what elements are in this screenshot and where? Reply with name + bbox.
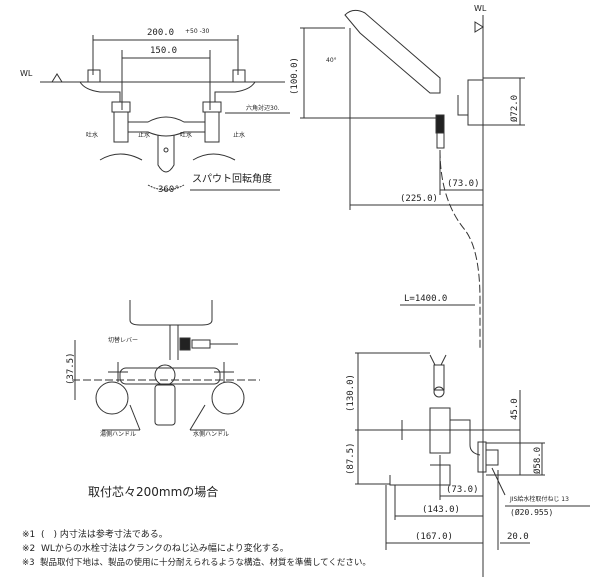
note-text: ( ) 内寸法は参考寸法である。 xyxy=(41,530,168,540)
dim-167: (167.0) xyxy=(415,532,453,542)
note-2: ※2 WLからの水栓寸法はクランクのねじ込み幅により変化する。 xyxy=(22,545,289,554)
note-text: 製品取付下地は、製品の使用に十分耐えられるような構造、材質を準備してください。 xyxy=(39,558,371,568)
cold-handle-label: 水側ハンドル xyxy=(193,431,230,438)
spout-angle: 360° xyxy=(158,185,180,195)
dim-143: (143.0) xyxy=(422,505,460,515)
dim-73-bottom: (73.0) xyxy=(446,485,479,495)
spout-rotation-label: スパウト回転角度 xyxy=(192,174,272,185)
side-view-drawing xyxy=(300,9,590,577)
flow-label: 吐水 xyxy=(86,132,99,139)
lever-label: 切替レバー xyxy=(108,337,139,344)
dim-87-5: (87.5) xyxy=(346,442,356,475)
dim-150: 150.0 xyxy=(150,46,178,56)
note-mark: ※1 xyxy=(22,530,36,540)
dim-200-tolerance: +50 -30 xyxy=(185,28,210,35)
dim-225: (225.0) xyxy=(400,194,438,204)
jis-label: JIS給水栓取付ねじ 13 xyxy=(510,496,569,503)
top-view-drawing xyxy=(40,35,290,191)
flow-label: 吐水 xyxy=(180,132,193,139)
dim-20: 20.0 xyxy=(507,532,529,542)
note-1: ※1 ( ) 内寸法は参考寸法である。 xyxy=(22,531,168,540)
note-text: WLからの水栓寸法はクランクのねじ込み幅により変化する。 xyxy=(41,544,289,554)
hex-label: 六角対辺30. xyxy=(246,105,280,112)
flow-label: 止水 xyxy=(233,132,246,139)
hot-handle-label: 湯側ハンドル xyxy=(100,431,137,438)
dim-45: 45.0 xyxy=(510,398,520,420)
dim-200: 200.0 xyxy=(147,28,175,38)
note-3: ※3 製品取付下地は、製品の使用に十分耐えられるような構造、材質を準備してくださ… xyxy=(22,559,371,568)
front-view-caption: 取付芯々200mmの場合 xyxy=(88,485,219,499)
dim-130: (130.0) xyxy=(346,374,356,412)
note-mark: ※3 xyxy=(22,558,35,568)
dim-37-5: (37.5) xyxy=(66,352,76,385)
wl-label-top: WL xyxy=(20,69,33,78)
front-view-drawing xyxy=(72,300,260,431)
wl-triangle-icon xyxy=(51,73,63,83)
note-mark: ※2 xyxy=(22,544,36,554)
dim-73-top: (73.0) xyxy=(447,179,480,189)
flow-label: 止水 xyxy=(138,132,151,139)
angle-40: 40° xyxy=(326,57,337,64)
dia-72: Ø72.0 xyxy=(510,94,520,122)
wl-label-side: WL xyxy=(474,4,487,13)
wl-triangle-icon xyxy=(474,21,484,33)
dia-58: Ø58.0 xyxy=(533,446,543,474)
jis-diameter: (Ø20.955) xyxy=(510,508,554,517)
hose-length: L=1400.0 xyxy=(404,294,448,304)
dim-100: (100.0) xyxy=(290,57,300,95)
